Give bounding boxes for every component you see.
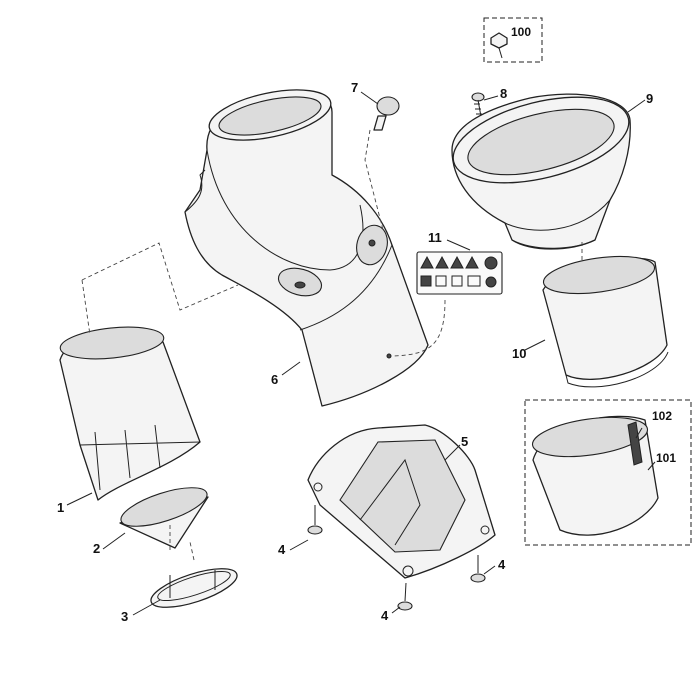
callout-10: 10: [512, 346, 526, 361]
callout-3: 3: [121, 609, 128, 624]
part-7-knob: [373, 96, 400, 131]
callout-102: 102: [652, 409, 672, 423]
leader-lines: [66, 91, 656, 616]
callout-8: 8: [500, 86, 507, 101]
callout-7: 7: [351, 80, 358, 95]
callout-labels: 1 2 3 4 4 4 5 6 7 8 9 10 11 100 102 101: [57, 25, 676, 624]
callout-4-c: 4: [381, 608, 389, 623]
callout-4-a: 4: [278, 542, 286, 557]
part-100-bolt: [483, 17, 543, 63]
part-5-base-plate: [307, 424, 496, 579]
callout-5: 5: [461, 434, 468, 449]
callout-11: 11: [428, 230, 442, 245]
parts-101-102-group: [524, 399, 692, 546]
part-1-lower-chute: [59, 326, 201, 501]
callout-100: 100: [511, 25, 531, 39]
assembly-guide-lines: [81, 129, 583, 561]
part-4-screw-a: [307, 505, 323, 535]
part-11-warning-label: [416, 251, 503, 295]
part-4-screw-b: [470, 555, 486, 583]
part-10-cylinder: [542, 255, 669, 388]
part-9-collar: [451, 93, 631, 250]
callout-6: 6: [271, 372, 278, 387]
part-4-screw-c: [397, 582, 413, 611]
callout-1: 1: [57, 500, 64, 515]
callout-2: 2: [93, 541, 100, 556]
part-3-ring: [150, 568, 238, 608]
part-2-cone: [119, 487, 209, 549]
callout-4-b: 4: [498, 557, 506, 572]
part-6-chute-housing: [184, 89, 429, 407]
part-8-screw: [471, 92, 485, 123]
callout-101: 101: [656, 451, 676, 465]
callout-9: 9: [646, 91, 653, 106]
